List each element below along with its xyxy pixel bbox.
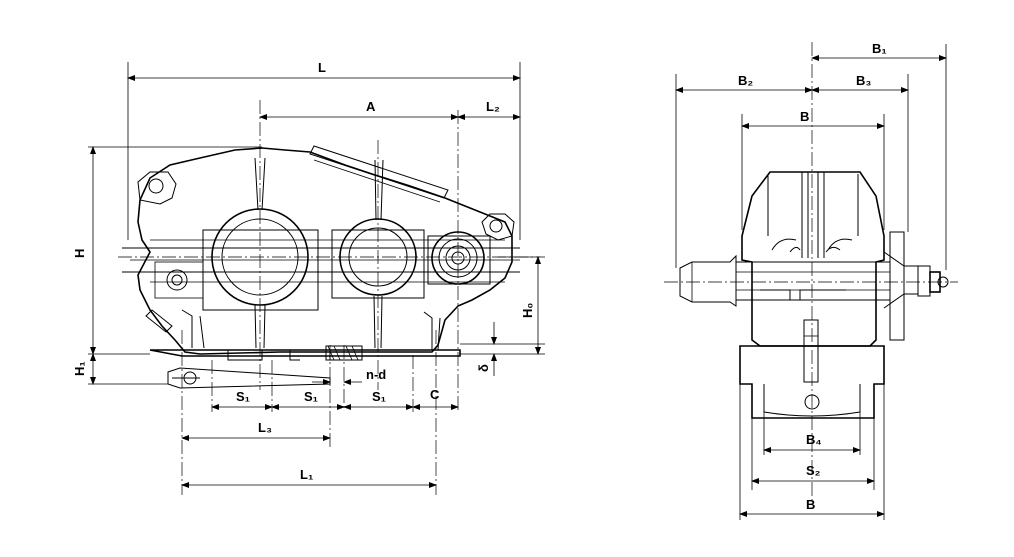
label-S1b: S₁: [304, 389, 318, 404]
rib-mid: [374, 159, 384, 221]
label-S1c: S₁: [372, 389, 386, 404]
label-L1: L₁: [300, 467, 313, 482]
label-S1a: S₁: [236, 389, 250, 404]
right-lug-hole: [489, 219, 503, 233]
input-shaft: [679, 254, 737, 307]
side-view: B₁ B₂ B₃ B B₄ S₂ B: [664, 41, 958, 520]
label-B3: B₃: [856, 73, 871, 88]
label-B-top: B: [800, 109, 809, 124]
left-bolt-hole: [166, 269, 188, 291]
label-A: A: [366, 99, 376, 114]
label-L: L: [318, 60, 326, 75]
label-B1: B₁: [872, 41, 887, 56]
label-H1: H₁: [72, 361, 87, 376]
inspection-cover: [309, 145, 449, 199]
right-lug: [481, 213, 515, 241]
label-B-bottom: B: [806, 497, 815, 512]
rib-left: [254, 157, 266, 211]
label-nd: n-d: [366, 367, 386, 382]
oil-level-gauge: [803, 319, 819, 383]
label-L3: L₃: [258, 420, 272, 435]
label-L2: L₂: [486, 99, 500, 114]
base-plate: [149, 349, 461, 357]
label-B4: B₄: [806, 432, 822, 447]
front-view: L A L₂ H H₁ H₀ δ n-d S₁ S₁ S₁ C L₃: [72, 60, 545, 495]
side-rib: [801, 172, 825, 258]
housing-outline: [137, 147, 513, 355]
label-C: C: [430, 387, 440, 402]
label-H: H: [72, 249, 87, 258]
label-B2: B₂: [738, 73, 753, 88]
left-lug: [137, 171, 177, 205]
label-delta: δ: [476, 364, 491, 372]
label-S2: S₂: [806, 463, 821, 478]
output-flange: [889, 231, 905, 341]
oil-gauge: [145, 309, 173, 333]
left-lug-hole: [148, 178, 164, 194]
label-H0: H₀: [520, 303, 535, 318]
